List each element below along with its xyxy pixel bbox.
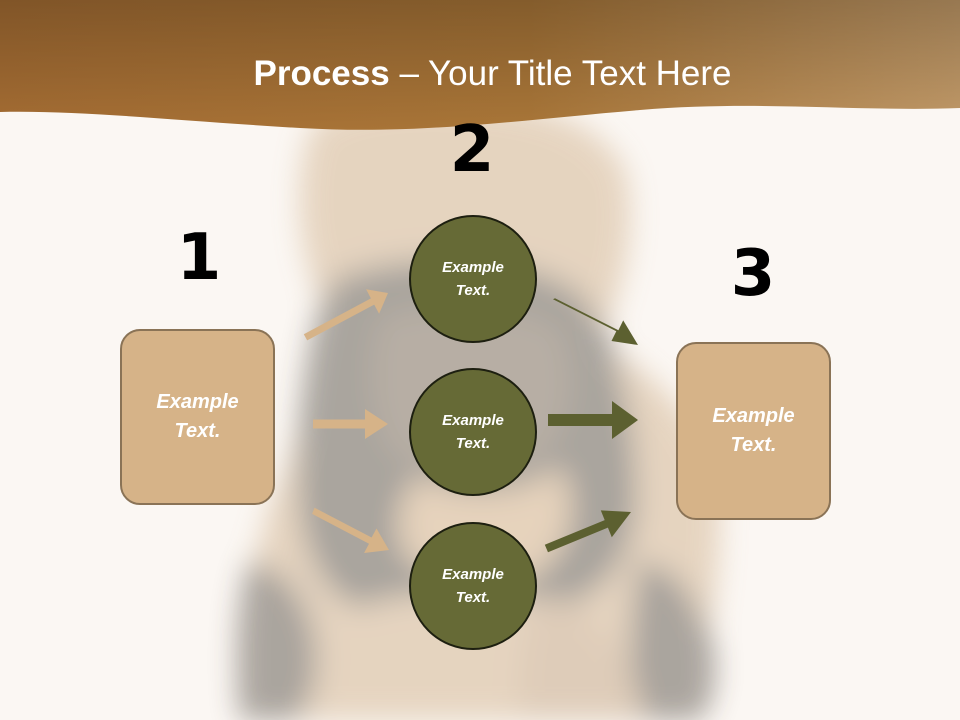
step-2-circle-middle: Example Text. — [409, 368, 537, 496]
header-band — [0, 0, 960, 130]
step-2-circle-top-text: Example Text. — [442, 259, 504, 299]
arrow-1-to-2-middle — [313, 409, 388, 439]
step-2-circle-bottom-text: Example Text. — [442, 566, 504, 606]
step-3-text: Example Text. — [712, 405, 795, 456]
step-number-2: 2 — [449, 113, 495, 187]
arrow-1-to-2-bottom — [312, 507, 389, 553]
step-number-3: 3 — [730, 237, 776, 311]
step-1-text: Example Text. — [156, 391, 239, 442]
arrow-2-to-3-top — [553, 298, 638, 345]
step-1-box: Example Text. — [120, 329, 275, 505]
title-rest: – Your Title Text Here — [389, 54, 732, 93]
title-bold: Process — [253, 54, 390, 93]
arrow-1-to-2-top — [303, 289, 388, 341]
arrow-2-to-3-middle — [548, 401, 638, 439]
step-number-1: 1 — [176, 221, 222, 295]
step-2-circle-middle-text: Example Text. — [442, 412, 504, 452]
slide-title: Process – Your Title Text Here — [0, 50, 960, 98]
step-2-circle-bottom: Example Text. — [409, 522, 537, 650]
step-3-box: Example Text. — [676, 342, 831, 520]
step-2-circle-top: Example Text. — [409, 215, 537, 343]
arrow-2-to-3-bottom — [544, 510, 631, 553]
